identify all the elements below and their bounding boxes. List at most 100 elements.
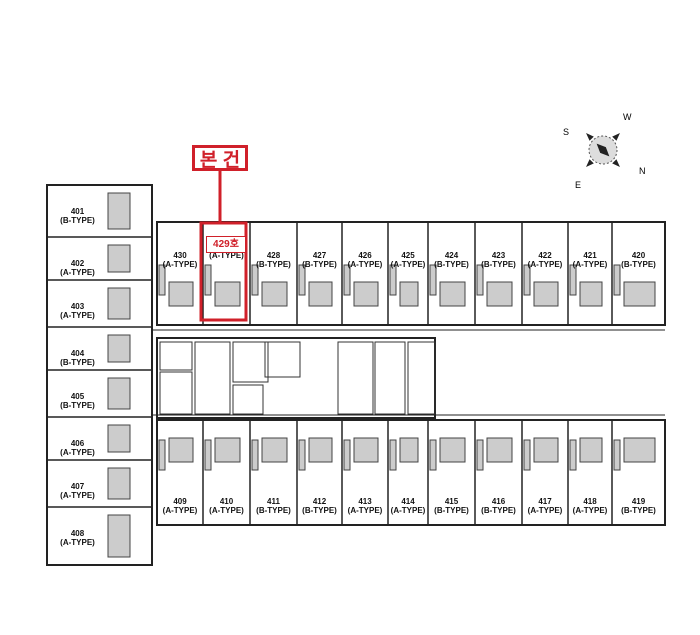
unit-type: (B-TYPE) — [60, 216, 95, 225]
unit-number: 414 — [401, 497, 415, 506]
unit-number: 408 — [70, 529, 85, 538]
unit-number: 422 — [538, 251, 552, 260]
unit-426: 426(A-TYPE) — [342, 251, 388, 269]
bathroom-fixture — [214, 437, 241, 463]
unit-417: 417(A-TYPE) — [522, 497, 568, 515]
kitchen-fixture — [158, 439, 166, 471]
kitchen-fixture — [343, 264, 351, 296]
unit-type: (B-TYPE) — [621, 260, 656, 269]
unit-number: 426 — [358, 251, 372, 260]
kitchen-fixture — [204, 264, 212, 296]
kitchen-fixture — [613, 439, 621, 471]
bathroom-fixture — [533, 281, 559, 307]
unit-type: (B-TYPE) — [256, 506, 291, 515]
unit-428: 428(B-TYPE) — [250, 251, 297, 269]
unit-401: 401(B-TYPE) — [55, 207, 100, 225]
unit-number: 403 — [70, 302, 85, 311]
unit-420: 420(B-TYPE) — [612, 251, 665, 269]
kitchen-fixture — [251, 264, 259, 296]
unit-type: (A-TYPE) — [60, 538, 95, 547]
unit-427: 427(B-TYPE) — [297, 251, 342, 269]
kitchen-fixture — [523, 439, 531, 471]
bathroom-fixture — [353, 281, 379, 307]
elevator — [232, 384, 264, 415]
bathroom-fixture — [439, 281, 466, 307]
bathroom-fixture — [533, 437, 559, 463]
unit-type: (A-TYPE) — [390, 506, 426, 515]
unit-type: (B-TYPE) — [60, 358, 95, 367]
unit-404: 404(B-TYPE) — [55, 349, 100, 367]
unit-type: (B-TYPE) — [434, 506, 469, 515]
unit-415: 415(B-TYPE) — [428, 497, 475, 515]
bathroom-fixture — [168, 281, 194, 307]
bathroom-fixture — [168, 437, 194, 463]
unit-type: (A-TYPE) — [162, 506, 198, 515]
unit-number: 430 — [173, 251, 187, 260]
unit-number: 407 — [70, 482, 85, 491]
bathroom-fixture — [399, 437, 419, 463]
unit-type: (B-TYPE) — [256, 260, 291, 269]
bathroom-fixture — [107, 244, 131, 273]
unit-type: (B-TYPE) — [60, 401, 95, 410]
kitchen-fixture — [476, 264, 484, 296]
unit-type: (B-TYPE) — [434, 260, 469, 269]
kitchen-fixture — [613, 264, 621, 296]
unit-418: 418(A-TYPE) — [568, 497, 612, 515]
unit-number: 425 — [401, 251, 415, 260]
unit-423: 423(B-TYPE) — [475, 251, 522, 269]
kitchen-fixture — [429, 439, 437, 471]
bathroom-fixture — [579, 281, 603, 307]
kitchen-fixture — [429, 264, 437, 296]
kitchen-fixture — [298, 439, 306, 471]
unit-425: 425(A-TYPE) — [388, 251, 428, 269]
bathroom-fixture — [353, 437, 379, 463]
kitchen-fixture — [158, 264, 166, 296]
unit-number: 418 — [583, 497, 597, 506]
unit-402: 402(A-TYPE) — [55, 259, 100, 277]
bathroom-fixture — [308, 437, 333, 463]
unit-number: 424 — [444, 251, 459, 260]
bathroom-fixture — [261, 281, 288, 307]
bathroom-fixture — [214, 281, 241, 307]
bathroom-fixture — [486, 437, 513, 463]
core-room — [159, 371, 193, 415]
subject-unit-label: 429호 — [206, 236, 246, 253]
kitchen-fixture — [569, 439, 577, 471]
bathroom-fixture — [439, 437, 466, 463]
bathroom-fixture — [107, 377, 131, 410]
unit-number: 415 — [444, 497, 459, 506]
kitchen-fixture — [476, 439, 484, 471]
unit-number: 413 — [358, 497, 372, 506]
kitchen-fixture — [251, 439, 259, 471]
highlight-marker — [199, 171, 248, 322]
left-wing-outline — [46, 184, 153, 566]
unit-405: 405(B-TYPE) — [55, 392, 100, 410]
unit-410: 410(A-TYPE) — [203, 497, 250, 515]
unit-type: (A-TYPE) — [209, 506, 244, 515]
bathroom-fixture — [107, 424, 131, 453]
unit-429: (A-TYPE) — [203, 251, 250, 260]
unit-412: 412(B-TYPE) — [297, 497, 342, 515]
core-room — [159, 341, 193, 371]
compass-n: N — [639, 166, 646, 176]
unit-411: 411(B-TYPE) — [250, 497, 297, 515]
unit-424: 424(B-TYPE) — [428, 251, 475, 269]
unit-type: (A-TYPE) — [390, 260, 426, 269]
unit-number: 427 — [312, 251, 327, 260]
bathroom-fixture — [579, 437, 603, 463]
bathroom-fixture — [107, 192, 131, 230]
unit-type: (A-TYPE) — [209, 251, 244, 260]
bathroom-fixture — [486, 281, 513, 307]
unit-number: 405 — [70, 392, 85, 401]
unit-408: 408(A-TYPE) — [55, 529, 100, 547]
unit-416: 416(B-TYPE) — [475, 497, 522, 515]
unit-type: (A-TYPE) — [572, 506, 608, 515]
elevator — [337, 341, 374, 415]
bathroom-fixture — [623, 281, 656, 307]
kitchen-fixture — [569, 264, 577, 296]
unit-number: 409 — [173, 497, 187, 506]
bathroom-fixture — [107, 514, 131, 558]
unit-409: 409(A-TYPE) — [157, 497, 203, 515]
unit-422: 422(A-TYPE) — [522, 251, 568, 269]
